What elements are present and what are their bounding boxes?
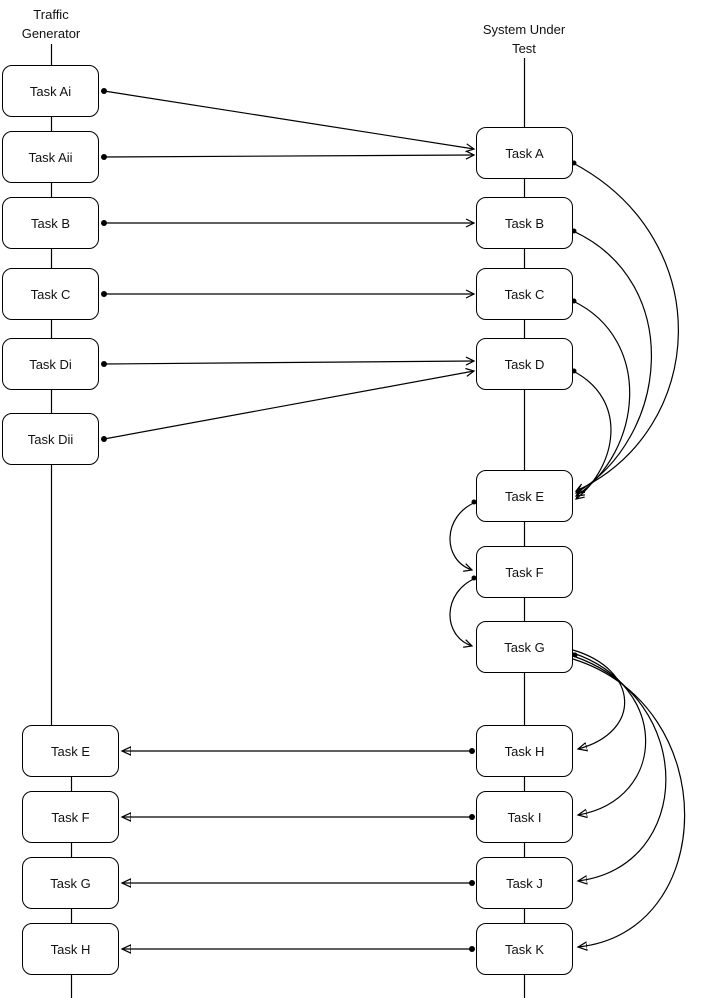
node-tg-task-ai: Task Ai [2,65,99,117]
node-sut-task-j: Task J [476,857,573,909]
node-tg-task-h: Task H [22,923,119,975]
node-sut-task-g: Task G [476,621,573,673]
node-label: Task F [51,809,90,825]
node-label: Task I [507,809,542,825]
node-label: Task B [30,215,70,231]
edge-sut-g-sut-j [572,655,667,881]
node-label: Task D [504,356,545,372]
edge-tg-aii-sut-a [103,150,476,160]
edge-sut-e-sut-f [449,501,477,572]
node-label: Task K [504,941,544,957]
edge-sut-f-sut-g [449,577,477,648]
node-tg-task-b: Task B [2,197,99,249]
node-sut-task-b: Task B [476,197,573,249]
node-label: Task Dii [27,431,74,447]
edge-sut-a-sut-e [572,162,679,492]
node-tg-task-e: Task E [22,725,119,777]
node-sut-task-f: Task F [476,546,573,598]
node-label: Task F [505,564,544,580]
node-label: Task B [504,215,544,231]
node-tg-task-c: Task C [2,268,99,320]
node-sut-task-e: Task E [476,470,573,522]
node-label: Task Ai [29,83,72,99]
node-tg-task-aii: Task Aii [2,131,99,183]
edge-sut-d-sut-e [572,370,612,500]
edge-sut-b-sut-e [572,230,652,494]
edge-tg-di-sut-d [103,356,476,366]
node-label: Task H [50,941,91,957]
node-label: Task J [506,875,543,891]
node-sut-task-d: Task D [476,338,573,390]
node-label: Task Aii [28,149,73,165]
node-label: Task E [504,488,544,504]
edge-sut-g-sut-k [572,658,686,947]
edge-tg-dii-sut-d [103,367,476,440]
left-column-header: Traffic Generator [21,7,81,41]
node-sut-task-a: Task A [476,127,573,179]
edge-sut-c-sut-e [572,300,631,497]
node-sut-task-k: Task K [476,923,573,975]
node-label: Task A [505,145,544,161]
node-tg-task-dii: Task Dii [2,413,99,465]
node-tg-task-f: Task F [22,791,119,843]
node-sut-task-i: Task I [476,791,573,843]
node-label: Task E [50,743,90,759]
node-label: Task Di [29,356,72,372]
right-column-header: System Under Test [482,22,566,56]
node-label: Task H [504,743,545,759]
node-label: Task G [504,639,545,655]
spine-traffic-generator [50,44,73,998]
node-sut-task-h: Task H [476,725,573,777]
connection-dots [101,88,578,952]
edge-sut-g-sut-i [572,652,647,815]
node-tg-task-g: Task G [22,857,119,909]
node-label: Task G [50,875,91,891]
edge-tg-ai-sut-a [103,90,476,153]
node-label: Task C [30,286,71,302]
node-label: Task C [504,286,545,302]
edge-sut-g-sut-h [572,649,626,749]
node-tg-task-di: Task Di [2,338,99,390]
node-sut-task-c: Task C [476,268,573,320]
